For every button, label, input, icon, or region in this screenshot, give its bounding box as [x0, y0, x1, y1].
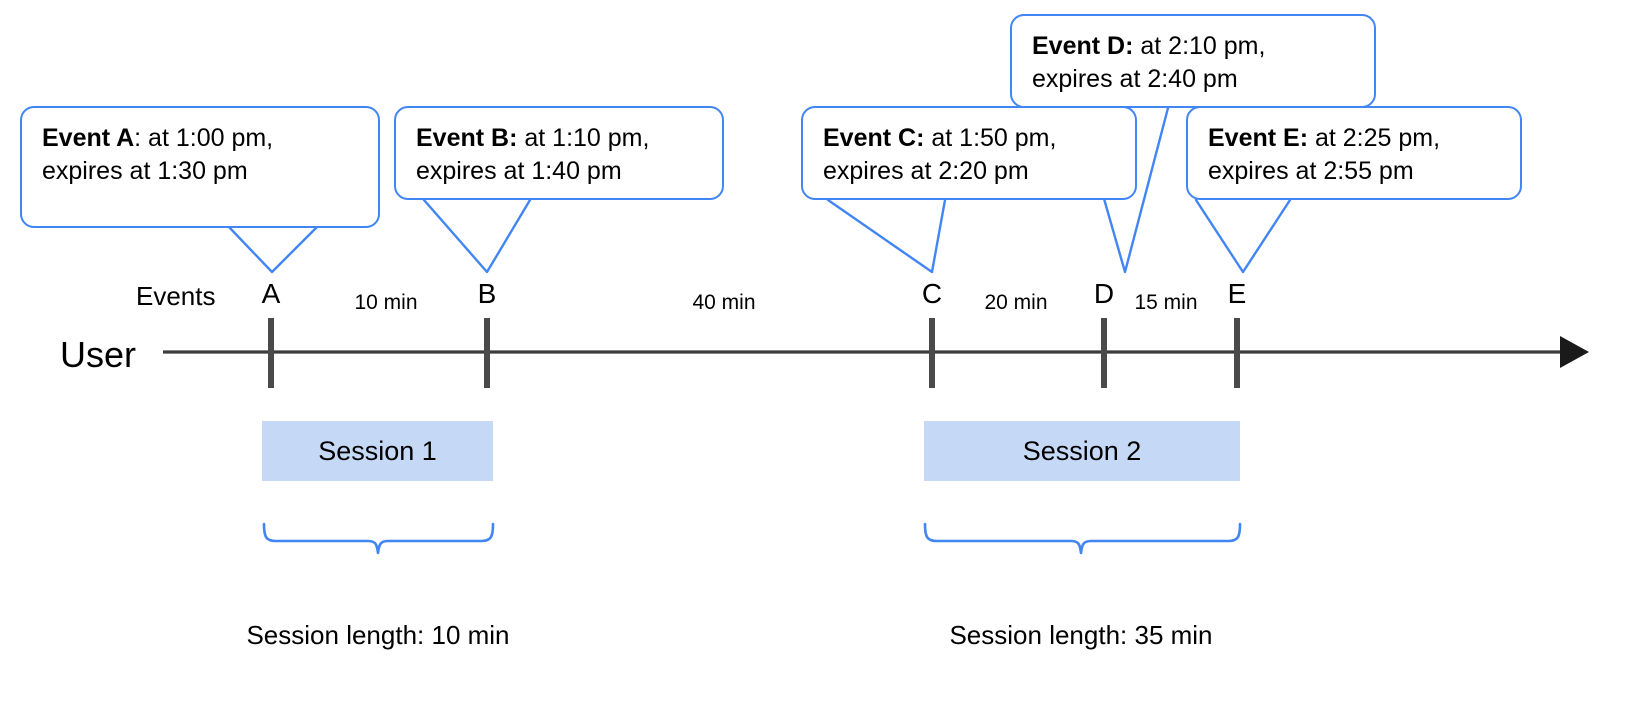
tick-label-e: E: [1227, 278, 1247, 309]
gap-label-d-e: 15 min: [1134, 291, 1198, 314]
tick-label-c: C: [921, 278, 943, 309]
gap-label-c-d: 20 min: [984, 291, 1048, 314]
callout-event-a-line2: expires at 1:30 pm: [42, 157, 248, 185]
callout-tail-e: [1194, 198, 1292, 274]
tick-label-b: B: [477, 278, 497, 309]
axis-row-label-user: User: [60, 334, 137, 375]
callout-event-c-name: Event C: [823, 124, 917, 152]
callout-event-e-detail: at 2:25 pm,: [1308, 124, 1441, 152]
callout-event-c-detail: at 1:50 pm,: [924, 124, 1057, 152]
session-2-length-caption: Session length: 35 min: [949, 620, 1213, 650]
session-1-brace: [262, 522, 495, 555]
tick-label-a: A: [261, 278, 281, 309]
callout-event-d[interactable]: Event D: at 2:10 pm, expires at 2:40 pm: [1010, 14, 1376, 108]
callout-event-b-detail: at 1:10 pm,: [517, 124, 650, 152]
axis-row-label-events: Events: [136, 281, 216, 311]
event-ticks: [268, 318, 1240, 388]
callout-event-d-separator: :: [1125, 32, 1134, 60]
callout-event-c-line2: expires at 2:20 pm: [823, 157, 1029, 185]
callout-tail-b: [422, 198, 532, 274]
callout-event-e-name: Event E: [1208, 124, 1300, 152]
session-box-1[interactable]: Session 1: [262, 421, 493, 481]
axis-arrowhead: [1560, 336, 1589, 368]
callout-event-b-separator: :: [509, 124, 518, 152]
session-2-brace: [923, 522, 1242, 555]
callout-event-b-name: Event B: [416, 124, 510, 152]
callout-event-a-separator: :: [134, 124, 142, 152]
callout-event-a-name: Event A: [42, 124, 135, 152]
callout-event-c-separator: :: [916, 124, 925, 152]
callout-event-d-line2: expires at 2:40 pm: [1032, 65, 1238, 93]
callout-event-e-separator: :: [1299, 124, 1309, 152]
callout-tail-c: [826, 198, 947, 274]
callout-event-d-detail: at 2:10 pm,: [1133, 32, 1266, 60]
callout-event-e[interactable]: Event E: at 2:25 pm, expires at 2:55 pm: [1186, 106, 1522, 200]
session-box-2-label: Session 2: [1022, 435, 1142, 466]
callout-event-c[interactable]: Event C: at 1:50 pm, expires at 2:20 pm: [801, 106, 1137, 200]
callout-event-d-name: Event D: [1032, 32, 1126, 60]
callout-event-b[interactable]: Event B: at 1:10 pm, expires at 1:40 pm: [394, 106, 724, 200]
gap-label-b-c: 40 min: [692, 291, 756, 314]
callout-tail-a: [226, 224, 320, 274]
tick-label-d: D: [1093, 278, 1115, 309]
session-1-length-caption: Session length: 10 min: [246, 620, 510, 650]
timeline-axis: [163, 336, 1589, 368]
session-box-1-label: Session 1: [318, 435, 437, 466]
callout-event-a-detail: at 1:00 pm,: [141, 124, 274, 152]
gap-label-a-b: 10 min: [354, 291, 418, 314]
callout-event-a[interactable]: Event A: at 1:00 pm, expires at 1:30 pm: [20, 106, 380, 228]
session-box-2[interactable]: Session 2: [924, 421, 1240, 481]
callout-event-b-line2: expires at 1:40 pm: [416, 157, 622, 185]
callout-event-e-line2: expires at 2:55 pm: [1208, 157, 1414, 185]
